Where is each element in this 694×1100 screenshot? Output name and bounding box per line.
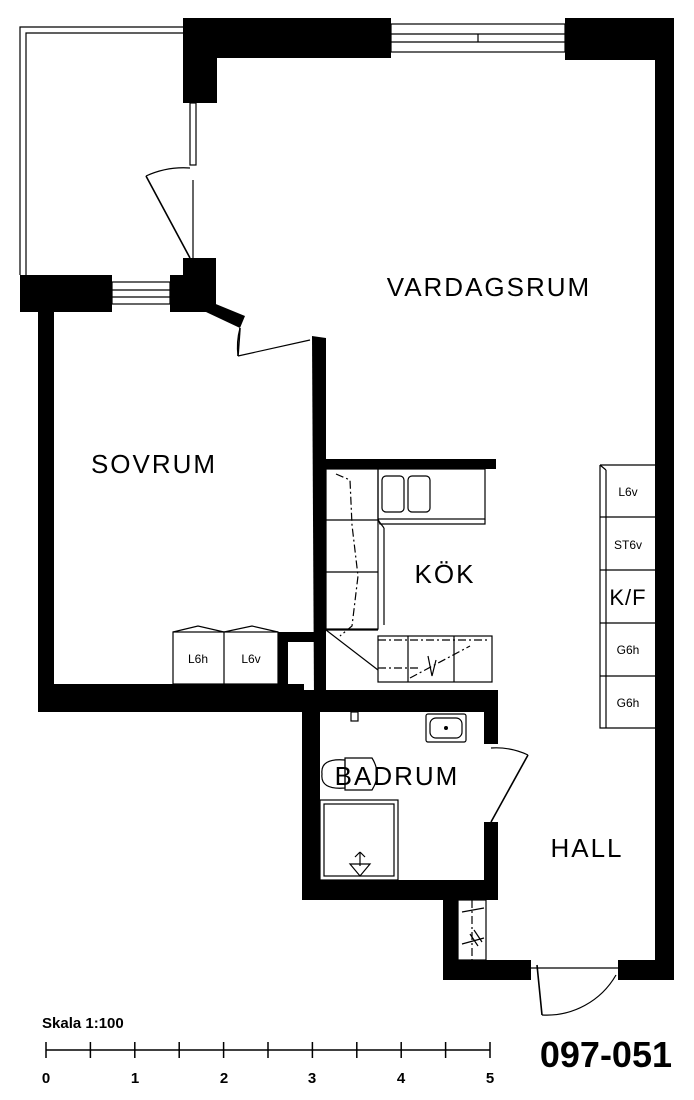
cabinet-label: ST6v (614, 538, 642, 552)
cabinet-label: K/F (609, 585, 646, 610)
hall-cabinets: L6v ST6v K/F G6h G6h (599, 464, 655, 729)
cabinet-label: G6h (617, 643, 640, 657)
balcony (19, 26, 185, 275)
scale-tick-label: 2 (220, 1070, 228, 1087)
windows (111, 23, 566, 305)
closet-hatch (457, 899, 487, 961)
bedroom-wardrobe: L6h L6v (172, 625, 279, 685)
plan-id: 097-051 (540, 1034, 672, 1075)
scale-ticks (45, 1042, 491, 1058)
cabinet-label: L6v (241, 652, 260, 666)
room-label-living: VARDAGSRUM (387, 272, 591, 302)
room-label-hall: HALL (550, 833, 623, 863)
cabinet-label: G6h (617, 696, 640, 710)
cabinet-label: L6v (618, 485, 637, 499)
scale-bar: Skala 1:100 0 1 2 3 4 5 (42, 1015, 494, 1087)
walls (20, 18, 674, 980)
bathroom-fixtures (319, 711, 467, 881)
kitchen-fixtures (325, 468, 493, 683)
scale-title: Skala 1:100 (42, 1015, 124, 1032)
scale-tick-label: 0 (42, 1070, 50, 1087)
doors (145, 102, 618, 1016)
cabinet-label: L6h (188, 652, 208, 666)
room-label-kitchen: KÖK (415, 559, 476, 589)
room-label-bathroom: BADRUM (335, 761, 460, 791)
scale-tick-label: 1 (131, 1070, 139, 1087)
room-label-bedroom: SOVRUM (91, 449, 217, 479)
scale-tick-label: 3 (308, 1070, 316, 1087)
scale-tick-label: 4 (397, 1070, 406, 1087)
scale-tick-label: 5 (486, 1070, 494, 1087)
